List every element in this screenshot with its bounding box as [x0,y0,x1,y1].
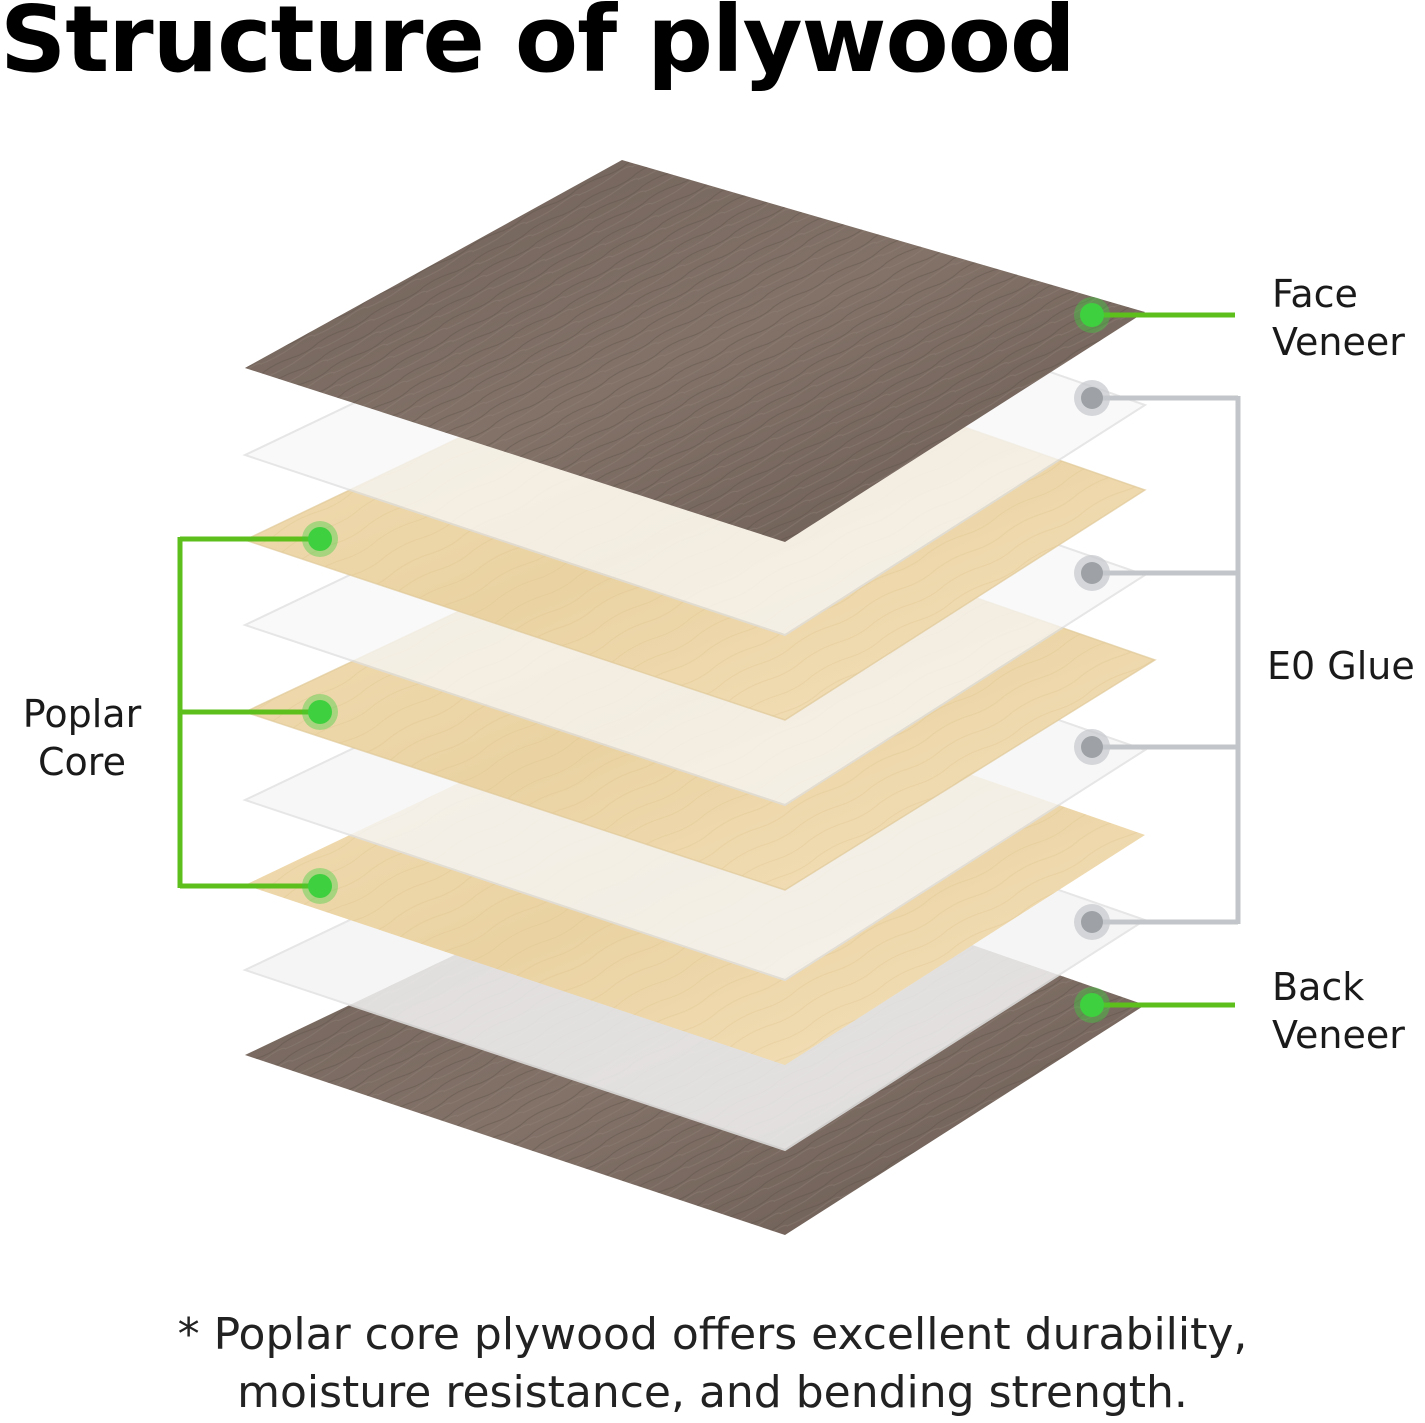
poplar-core-markers [302,521,338,904]
page-title: Structure of plywood [0,0,1076,93]
back-veneer-label: Back Veneer [1272,965,1405,1057]
glue-markers [1074,380,1110,940]
poplar-core-bracket [177,536,320,889]
face-veneer-marker [1080,303,1104,327]
glue-bracket [1092,395,1241,925]
glue-label: E0 Glue [1267,644,1415,688]
poplar-core-label: Poplar Core [22,692,142,784]
back-veneer-marker [1080,993,1104,1017]
face-veneer-sheet [245,160,1145,542]
face-veneer-label: Face Veneer [1272,272,1405,364]
footnote: * Poplar core plywood offers excellent d… [177,1309,1248,1418]
